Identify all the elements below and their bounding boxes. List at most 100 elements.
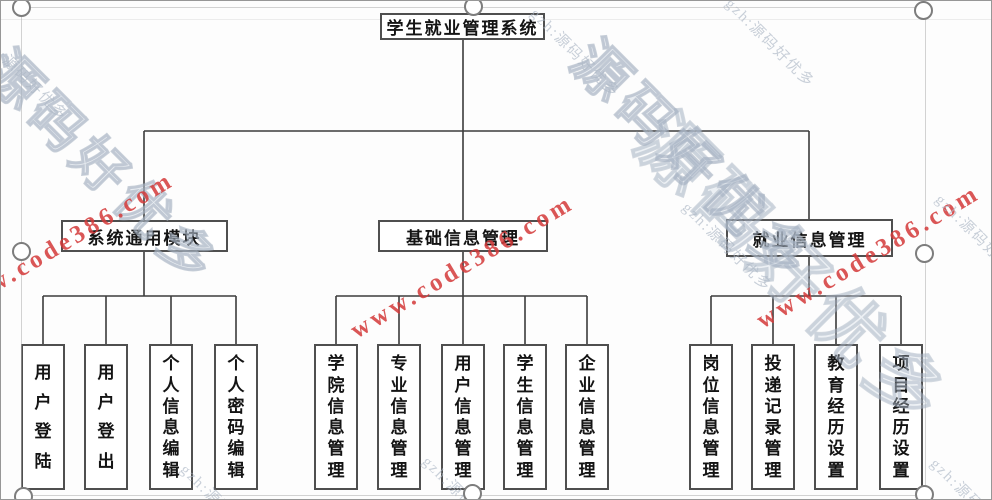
leaf-label-char: 学 <box>516 354 534 374</box>
leaf-label-char: 息 <box>162 418 180 438</box>
leaf-label-char: 置 <box>892 460 910 480</box>
leaf-label-char: 经 <box>827 396 845 416</box>
selection-handle[interactable] <box>11 241 31 261</box>
selection-handle[interactable] <box>914 243 934 263</box>
leaf-label-char: 理 <box>764 460 782 480</box>
selection-handle[interactable] <box>913 1 933 20</box>
node-leaf: 学生信息管理 <box>503 344 547 490</box>
leaf-label-char: 管 <box>327 439 345 459</box>
leaf-label-char: 户 <box>97 392 115 412</box>
leaf-label-char: 设 <box>892 439 910 459</box>
leaf-label-char: 密 <box>227 396 245 416</box>
leaf-label-char: 个 <box>227 354 245 374</box>
node-group-label: 就业信息管理 <box>752 230 867 250</box>
leaf-label-char: 管 <box>764 439 782 459</box>
leaf-label-char: 管 <box>702 439 720 459</box>
leaf-label-char: 设 <box>827 439 845 459</box>
node-leaf: 学院信息管理 <box>314 344 358 490</box>
leaf-label-char: 管 <box>454 439 472 459</box>
leaf-label-char: 息 <box>578 418 596 438</box>
leaf-label-char: 理 <box>454 460 472 480</box>
leaf-label-char: 院 <box>327 375 345 395</box>
selection-handle[interactable] <box>11 1 31 17</box>
leaf-label-char: 编 <box>162 439 180 459</box>
selection-handle[interactable] <box>463 1 483 16</box>
leaf-label-char: 辑 <box>227 460 245 480</box>
node-leaf: 项目经历设置 <box>879 344 923 490</box>
selection-handle[interactable] <box>462 483 482 499</box>
leaf-label-char: 息 <box>702 418 720 438</box>
leaf-label-char: 理 <box>390 460 408 480</box>
leaf-label-char: 企 <box>578 354 596 374</box>
leaf-label-char: 业 <box>390 375 408 395</box>
leaf-label-char: 用 <box>97 362 115 382</box>
selection-handle[interactable] <box>914 484 934 499</box>
leaf-label-char: 登 <box>34 422 52 442</box>
leaf-label-char: 位 <box>702 375 720 395</box>
node-leaf: 教育经历设置 <box>814 344 858 490</box>
leaf-label-char: 目 <box>892 375 910 395</box>
leaf-label-char: 生 <box>516 375 534 395</box>
leaf-label-char: 户 <box>34 392 52 412</box>
node-leaf: 投递记录管理 <box>751 344 795 490</box>
leaf-label-char: 息 <box>454 418 472 438</box>
leaf-label-char: 息 <box>390 418 408 438</box>
node-leaf: 用户登陆 <box>21 344 65 490</box>
leaf-label-char: 人 <box>227 375 245 395</box>
leaf-label-char: 辑 <box>162 460 180 480</box>
node-root-label: 学生就业管理系统 <box>386 19 539 38</box>
node-leaf: 个人密码编辑 <box>214 344 258 490</box>
node-leaf: 企业信息管理 <box>565 344 609 490</box>
leaf-label-char: 经 <box>892 396 910 416</box>
leaf-label-char: 个 <box>162 354 180 374</box>
leaf-label-char: 业 <box>578 375 596 395</box>
leaf-label-char: 户 <box>454 375 472 395</box>
node-group-employment: 就业信息管理 <box>726 219 893 257</box>
leaf-label-char: 息 <box>516 418 534 438</box>
leaf-label-char: 信 <box>162 396 180 416</box>
leaf-label-char: 记 <box>764 396 782 416</box>
leaf-label-char: 信 <box>454 396 472 416</box>
leaf-label-char: 信 <box>327 396 345 416</box>
leaf-label-char: 管 <box>578 439 596 459</box>
leaf-label-char: 学 <box>327 354 345 374</box>
selection-handle[interactable] <box>13 486 33 499</box>
leaf-label-char: 管 <box>516 439 534 459</box>
leaf-label-char: 理 <box>327 460 345 480</box>
leaf-label-char: 投 <box>764 354 782 374</box>
leaf-label-char: 专 <box>390 354 408 374</box>
leaf-label-char: 管 <box>390 439 408 459</box>
leaf-label-char: 登 <box>97 422 115 442</box>
leaf-label-char: 理 <box>702 460 720 480</box>
leaf-label-char: 育 <box>827 375 845 395</box>
leaf-label-char: 项 <box>892 354 910 374</box>
leaf-label-char: 录 <box>764 418 782 438</box>
leaf-label-char: 信 <box>578 396 596 416</box>
leaf-label-char: 教 <box>827 354 845 374</box>
leaf-label-char: 出 <box>97 452 115 472</box>
node-group-label: 系统通用模块 <box>87 228 202 248</box>
node-leaf: 专业信息管理 <box>377 344 421 490</box>
leaf-label-char: 编 <box>227 439 245 459</box>
leaf-label-char: 理 <box>578 460 596 480</box>
leaf-label-char: 码 <box>227 418 245 438</box>
leaf-label-char: 信 <box>702 396 720 416</box>
leaf-label-char: 理 <box>516 460 534 480</box>
leaf-label-char: 用 <box>34 362 52 382</box>
node-group-basicinfo: 基础信息管理 <box>378 220 548 252</box>
node-leaf: 用户登出 <box>84 344 128 490</box>
node-leaf: 岗位信息管理 <box>689 344 733 490</box>
leaf-label-char: 信 <box>390 396 408 416</box>
leaf-label-char: 历 <box>892 418 910 438</box>
leaf-label-char: 岗 <box>702 354 720 374</box>
node-group-system: 系统通用模块 <box>61 220 228 252</box>
leaf-label-char: 陆 <box>34 452 52 472</box>
leaf-label-char: 信 <box>516 396 534 416</box>
node-group-label: 基础信息管理 <box>406 228 520 248</box>
leaf-label-char: 用 <box>454 354 472 374</box>
node-root: 学生就业管理系统 <box>380 13 545 40</box>
leaf-label-char: 历 <box>827 418 845 438</box>
leaf-label-char: 递 <box>764 375 782 395</box>
